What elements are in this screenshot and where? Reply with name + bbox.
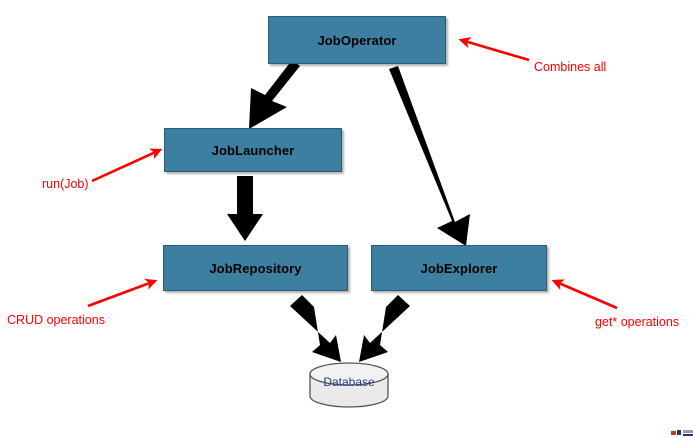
annotation-arrow-get-operations (551, 279, 618, 310)
annotation-arrow-crud-operations (87, 278, 158, 308)
node-job-explorer-label: JobExplorer (420, 260, 498, 276)
corner-watermark-part-a (671, 431, 676, 435)
node-job-launcher[interactable]: JobLauncher (164, 128, 342, 172)
arrow-operator-to-launcher (249, 60, 300, 129)
corner-watermark-part-b (677, 430, 681, 435)
annotation-arrow-combines-all (458, 37, 530, 62)
node-job-launcher-label: JobLauncher (211, 142, 295, 158)
annotation-arrow-run-job (91, 148, 163, 183)
node-job-explorer[interactable]: JobExplorer (371, 245, 547, 291)
node-job-repository[interactable]: JobRepository (163, 245, 348, 291)
database-cylinder (309, 362, 389, 408)
node-job-operator[interactable]: JobOperator (268, 16, 446, 64)
annotation-run-job: run(Job) (42, 177, 89, 191)
node-job-operator-label: JobOperator (317, 32, 397, 48)
arrow-operator-to-explorer (389, 66, 470, 246)
arrow-repository-to-database (290, 295, 341, 362)
annotation-combines-all: Combines all (534, 60, 607, 74)
corner-watermark-part-d (683, 434, 693, 436)
corner-watermark-icon (671, 427, 693, 438)
node-job-repository-label: JobRepository (209, 260, 302, 276)
database-label: Database (323, 375, 375, 389)
corner-watermark-part-c (683, 430, 693, 433)
annotation-crud-operations: CRUD operations (7, 313, 105, 327)
annotation-get-operations: get* operations (595, 315, 680, 329)
arrow-launcher-to-repository (227, 176, 263, 241)
arrow-explorer-to-database (359, 295, 410, 362)
